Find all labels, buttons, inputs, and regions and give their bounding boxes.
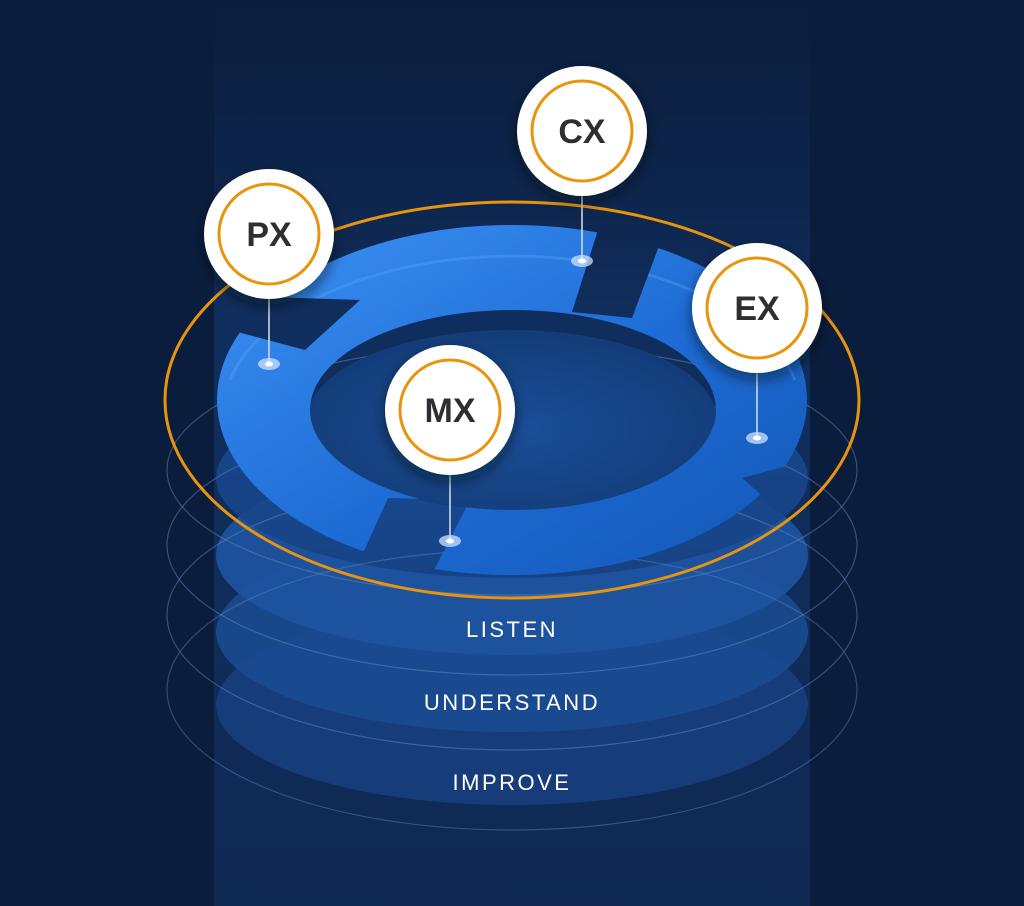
cx-badge-ring	[530, 79, 634, 183]
layer-label-understand: UNDERSTAND	[424, 690, 600, 715]
layer-label-listen: LISTEN	[466, 617, 558, 642]
node-cx	[517, 66, 647, 196]
layer-label-improve: IMPROVE	[453, 770, 572, 795]
node-label-mx: MX	[425, 392, 476, 430]
ex-anchor-core	[753, 435, 761, 441]
node-mx	[385, 345, 515, 475]
node-px	[204, 169, 334, 299]
px-anchor-core	[265, 361, 273, 367]
orange-orbit	[163, 200, 861, 600]
ex-badge-ring	[705, 256, 809, 360]
node-label-cx: CX	[558, 113, 606, 151]
node-ex	[692, 243, 822, 373]
ring-body	[216, 224, 808, 576]
px-badge-ring	[217, 182, 321, 286]
node-label-ex: EX	[734, 290, 780, 328]
mx-badge-ring	[398, 358, 502, 462]
cx-anchor-core	[578, 258, 586, 264]
cycle-ring	[216, 224, 808, 576]
mx-anchor-core	[446, 538, 454, 544]
node-label-px: PX	[246, 216, 292, 254]
anchors	[258, 196, 768, 547]
